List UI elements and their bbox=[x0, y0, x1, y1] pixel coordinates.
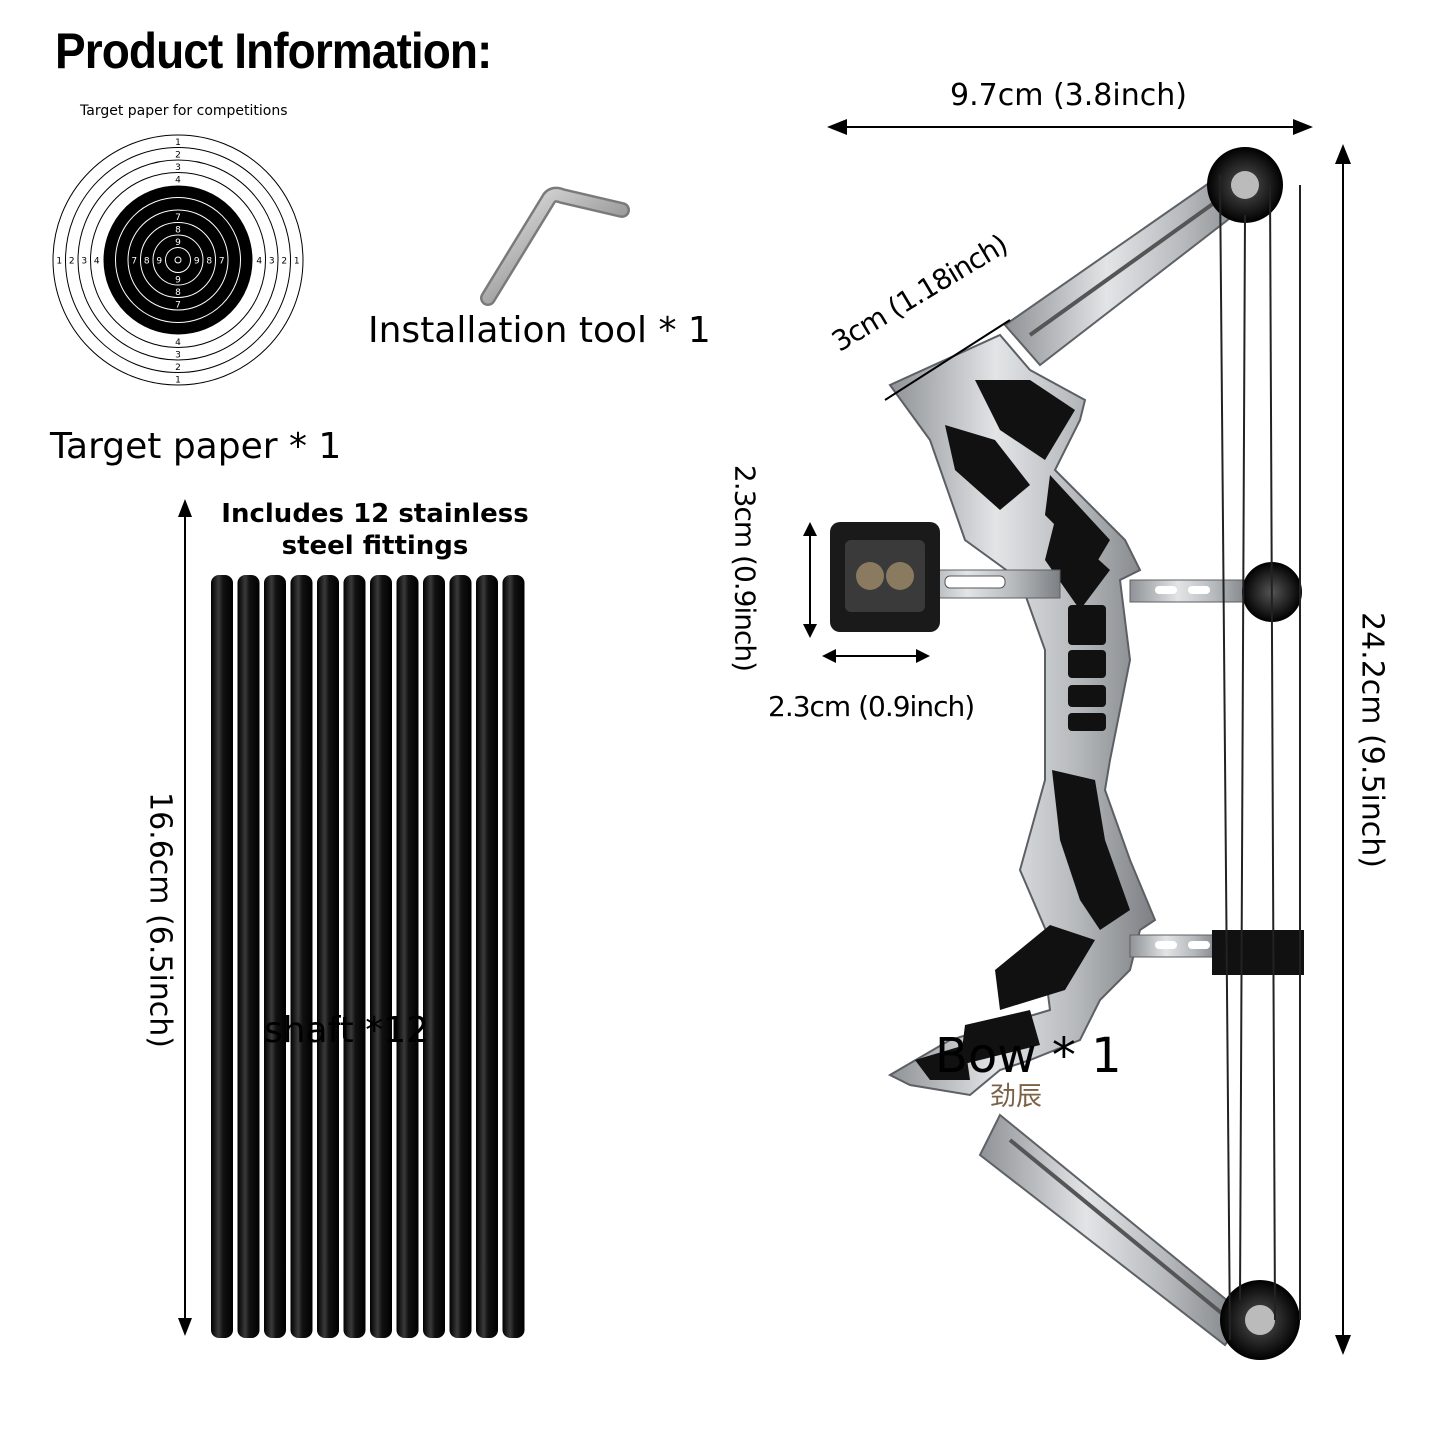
page-title: Product Information: bbox=[55, 23, 492, 79]
target-ring bbox=[115, 197, 241, 323]
target-ring-number: 6 bbox=[119, 257, 125, 267]
bow-label: Bow * 1 bbox=[935, 1028, 1122, 1084]
target-ring bbox=[127, 209, 229, 311]
target-ring-number: 5 bbox=[244, 257, 250, 267]
target-caption: Target paper for competitions bbox=[80, 103, 288, 119]
target-ring-number: 1 bbox=[175, 138, 181, 148]
target-ring-number: 2 bbox=[175, 363, 181, 373]
shaft bbox=[502, 575, 525, 1338]
bow-height-arrow bbox=[1335, 144, 1351, 1355]
target-ring-number: 3 bbox=[175, 350, 181, 360]
target-ring-number: 2 bbox=[281, 257, 287, 267]
target-ring-number: 9 bbox=[156, 257, 162, 267]
shaft bbox=[343, 575, 366, 1338]
target-ring-number: 4 bbox=[175, 175, 181, 185]
bow-height-dimension: 24.2cm (9.5inch) bbox=[1354, 611, 1390, 869]
target-ring-number: 1 bbox=[56, 257, 62, 267]
brand-mark: 劲辰 bbox=[990, 1082, 1042, 1112]
target-ring-number: 8 bbox=[144, 257, 150, 267]
target-ring-number: 9 bbox=[175, 275, 181, 285]
target-paper-label: Target paper * 1 bbox=[50, 426, 342, 467]
rest-height-dimension: 2.3cm (0.9inch) bbox=[728, 464, 762, 672]
target-ring-number: 7 bbox=[175, 300, 181, 310]
target-ring-number: 6 bbox=[175, 200, 181, 210]
target-ring-number: 5 bbox=[175, 188, 181, 198]
target-ring-number: 6 bbox=[231, 257, 237, 267]
shaft bbox=[476, 575, 498, 1338]
shaft bbox=[317, 575, 339, 1338]
target-ring-number: 8 bbox=[206, 257, 212, 267]
shafts-image bbox=[211, 575, 525, 1338]
cam-dimension-arrow bbox=[884, 319, 1011, 401]
target-center bbox=[174, 256, 182, 264]
shaft bbox=[264, 575, 286, 1338]
target-ring-number: 3 bbox=[269, 257, 275, 267]
shaft bbox=[290, 575, 313, 1338]
installation-tool-label: Installation tool * 1 bbox=[368, 310, 711, 351]
bow-width-arrow bbox=[827, 119, 1313, 135]
shaft bbox=[423, 575, 445, 1338]
rest-width-dimension: 2.3cm (0.9inch) bbox=[768, 690, 975, 723]
target-ring-number: 3 bbox=[175, 163, 181, 173]
rest-height-arrow bbox=[803, 522, 817, 638]
shaft-length-dimension: 16.6cm (6.5inch) bbox=[142, 791, 178, 1049]
target-ring-number: 1 bbox=[294, 257, 300, 267]
shaft bbox=[449, 575, 472, 1338]
target-ring-number: 1 bbox=[175, 375, 181, 385]
shaft bbox=[211, 575, 233, 1338]
allen-key-image bbox=[480, 186, 630, 306]
fittings-note: Includes 12 stainless steel fittings bbox=[221, 499, 529, 561]
target-ring bbox=[102, 184, 254, 336]
shaft bbox=[370, 575, 392, 1338]
target-ring-number: 6 bbox=[175, 313, 181, 323]
shaft bbox=[237, 575, 260, 1338]
target-ring-number: 4 bbox=[256, 257, 262, 267]
rest-width-arrow bbox=[822, 649, 930, 663]
target-ring-number: 3 bbox=[81, 257, 87, 267]
target-rings bbox=[52, 134, 304, 386]
target-ring bbox=[140, 222, 216, 298]
target-ring-number: 9 bbox=[194, 257, 200, 267]
target-ring-number: 4 bbox=[175, 338, 181, 348]
shaft bbox=[396, 575, 419, 1338]
target-ring-number: 7 bbox=[175, 213, 181, 223]
target-ring-number: 7 bbox=[219, 257, 225, 267]
shaft-label: shaft *12 bbox=[264, 1010, 430, 1051]
target-ring-number: 2 bbox=[175, 150, 181, 160]
target-ring bbox=[152, 234, 204, 286]
target-ring-number: 2 bbox=[69, 257, 75, 267]
target-ring-number: 9 bbox=[175, 238, 181, 248]
bow-width-dimension: 9.7cm (3.8inch) bbox=[950, 78, 1187, 113]
target-ring-number: 7 bbox=[131, 257, 137, 267]
compound-bow-image: 劲辰 bbox=[830, 147, 1304, 1360]
target-ring bbox=[165, 247, 191, 273]
target-ring-number: 8 bbox=[175, 288, 181, 298]
target-ring-number: 8 bbox=[175, 225, 181, 235]
shaft-length-arrow bbox=[178, 499, 192, 1336]
target-ring-number: 5 bbox=[106, 257, 112, 267]
target-ring-number: 4 bbox=[94, 257, 100, 267]
target-ring-number: 5 bbox=[175, 325, 181, 335]
